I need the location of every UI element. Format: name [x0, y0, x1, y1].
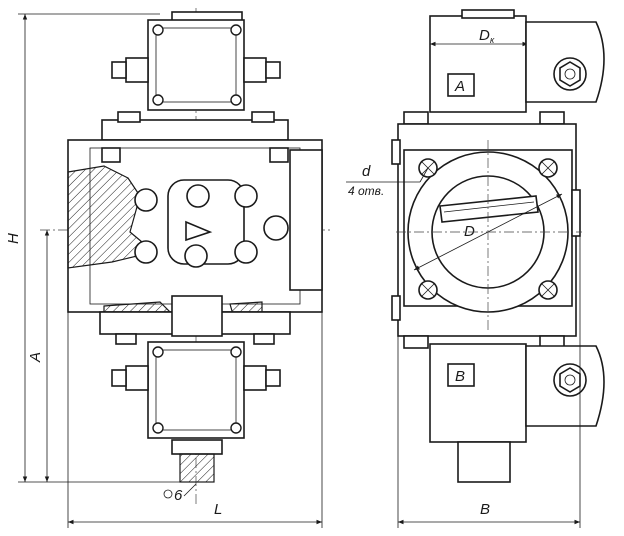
block-a-label: A	[454, 78, 465, 95]
flange-nut	[403, 111, 429, 125]
dimension-d-label: D	[464, 223, 475, 240]
body-lug	[269, 147, 289, 163]
nut-hole	[564, 68, 576, 80]
center-chamber	[167, 179, 245, 265]
nozzle-hatch	[179, 453, 215, 483]
left-gland-nut	[111, 369, 127, 387]
diameter-symbol-icon	[163, 489, 173, 499]
bolt-icon	[230, 422, 242, 434]
side-lug	[391, 139, 401, 165]
bolt-icon	[152, 346, 164, 358]
left-gland	[125, 365, 149, 391]
block-a-cap	[461, 9, 515, 19]
block-a-body	[429, 15, 527, 113]
side-lug	[571, 189, 581, 237]
bottom-nozzle-side	[457, 441, 511, 483]
right-gland-nut	[265, 61, 281, 79]
right-gland	[243, 57, 267, 83]
block-b-label: B	[455, 368, 465, 385]
port-circle	[134, 240, 158, 264]
port-circle	[234, 184, 258, 208]
bottom-box-inner	[155, 349, 237, 431]
bottom-box-body	[147, 341, 245, 439]
top-coil-box	[111, 19, 281, 111]
flange-nut	[117, 111, 141, 123]
inlet-section-hatch	[67, 165, 156, 269]
left-gland	[125, 57, 149, 83]
hole-diameter-label: d	[362, 163, 371, 180]
bolt-icon	[230, 346, 242, 358]
hex-nut-icon	[559, 61, 581, 87]
flange-nut	[539, 111, 565, 125]
port-circle	[234, 240, 258, 264]
top-box-inner	[155, 27, 237, 103]
port-circle	[186, 184, 210, 208]
holes-note: 4 отв.	[348, 184, 384, 198]
bolt-icon	[152, 94, 164, 106]
right-gland	[243, 365, 267, 391]
side-lug	[391, 295, 401, 321]
outlet-pipe	[289, 149, 323, 291]
block-b-label-box	[447, 363, 475, 387]
bottom-coil-box	[111, 341, 281, 439]
port-circle	[263, 215, 289, 241]
hole-leader	[419, 167, 429, 183]
port-circle	[184, 244, 208, 268]
body-lug	[101, 147, 121, 163]
block-a-label-box	[447, 73, 475, 97]
port-circle	[134, 188, 158, 212]
hole-cross	[540, 282, 556, 298]
nozzle-collar	[171, 439, 223, 455]
hole-cross	[420, 282, 436, 298]
side-view: A D к	[346, 9, 605, 528]
flange-nut	[115, 333, 137, 345]
bolt-icon	[230, 24, 242, 36]
bolt-icon	[230, 94, 242, 106]
block-b-body	[429, 343, 527, 443]
flow-arrow-icon	[185, 220, 213, 242]
dimension-l-label: L	[214, 501, 222, 518]
dimension-h-label: H	[5, 233, 22, 244]
flange-nut	[251, 111, 275, 123]
front-view: H A L	[5, 8, 330, 528]
nut-hole	[564, 374, 576, 386]
dimension-dk-label: D	[479, 27, 490, 44]
nozzle-label: 6	[174, 487, 183, 504]
stem-housing	[171, 295, 223, 337]
nozzle-leader	[183, 483, 197, 497]
right-gland-nut	[265, 369, 281, 387]
upper-flange	[101, 119, 289, 141]
hole-cross	[540, 160, 556, 176]
flange-nut	[403, 335, 429, 349]
dimension-b-label: B	[480, 501, 490, 518]
bolt-icon	[152, 422, 164, 434]
left-gland-nut	[111, 61, 127, 79]
hex-nut-icon	[559, 367, 581, 393]
valve-body	[67, 139, 323, 333]
bolt-icon	[152, 24, 164, 36]
flange-nut	[253, 333, 275, 345]
dimension-dk-sub: к	[490, 35, 495, 45]
dimension-a-label: A	[27, 352, 44, 363]
